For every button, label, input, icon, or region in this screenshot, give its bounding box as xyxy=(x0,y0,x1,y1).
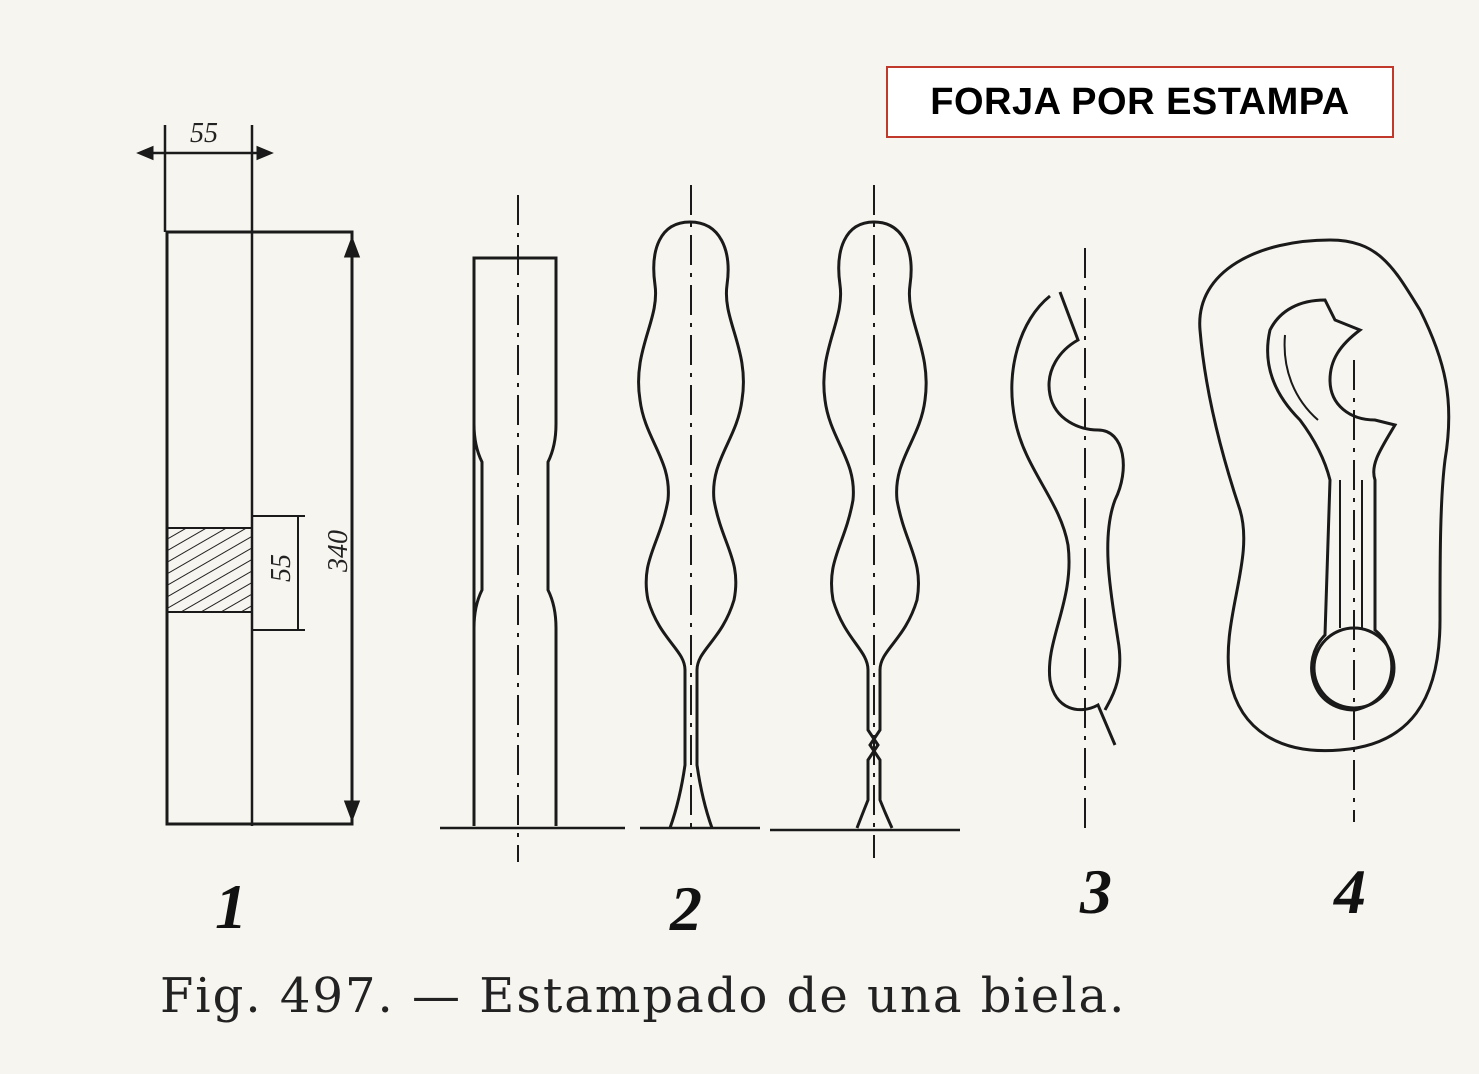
stage-label-2: 2 xyxy=(670,873,702,944)
title-box: FORJA POR ESTAMPA xyxy=(886,66,1394,138)
stage-label-1: 1 xyxy=(215,871,247,942)
dimension-section-label: 55 xyxy=(266,554,297,582)
stage-1-bar xyxy=(136,125,361,826)
stage-2-preform-b xyxy=(637,185,760,830)
dimension-width-label: 55 xyxy=(190,118,218,149)
stage-label-3: 3 xyxy=(1080,856,1112,927)
stage-label-4: 4 xyxy=(1334,856,1366,927)
dimension-total-label: 340 xyxy=(323,530,354,572)
stage-2-preform-c xyxy=(770,185,960,858)
stage-2-preform-a xyxy=(440,195,625,862)
stage-4-finished-part xyxy=(1198,238,1451,822)
figure-caption: Fig. 497. — Estampado de una biela. xyxy=(160,968,1127,1024)
stage-3-bending xyxy=(1010,248,1125,830)
